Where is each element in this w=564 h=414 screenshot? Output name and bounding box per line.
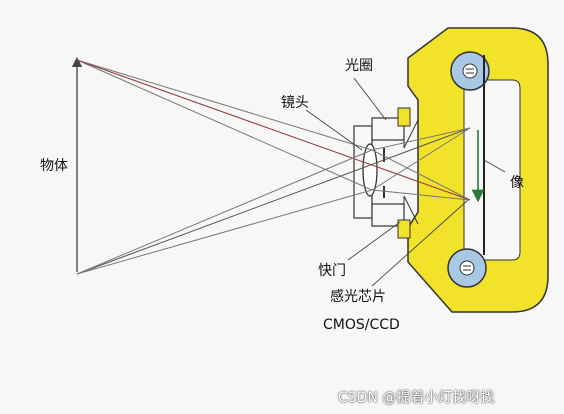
aperture-label: 光圈 bbox=[345, 58, 373, 74]
shutter-label: 快门 bbox=[318, 263, 346, 279]
sensor-type-label: CMOS/CCD bbox=[323, 317, 400, 333]
lens-label: 镜头 bbox=[281, 95, 309, 111]
film-roller-bottom bbox=[447, 248, 487, 288]
sensor-label: 感光芯片 bbox=[330, 289, 386, 305]
lens-barrel bbox=[353, 107, 419, 239]
film-roller-top bbox=[450, 51, 490, 91]
light-rays bbox=[76, 59, 471, 275]
leader-lines bbox=[305, 77, 506, 287]
watermark: CSDN @提着小灯找呀找 bbox=[338, 390, 495, 406]
image-label: 像 bbox=[510, 175, 524, 191]
object-label: 物体 bbox=[40, 158, 68, 174]
lens-element bbox=[362, 143, 378, 197]
